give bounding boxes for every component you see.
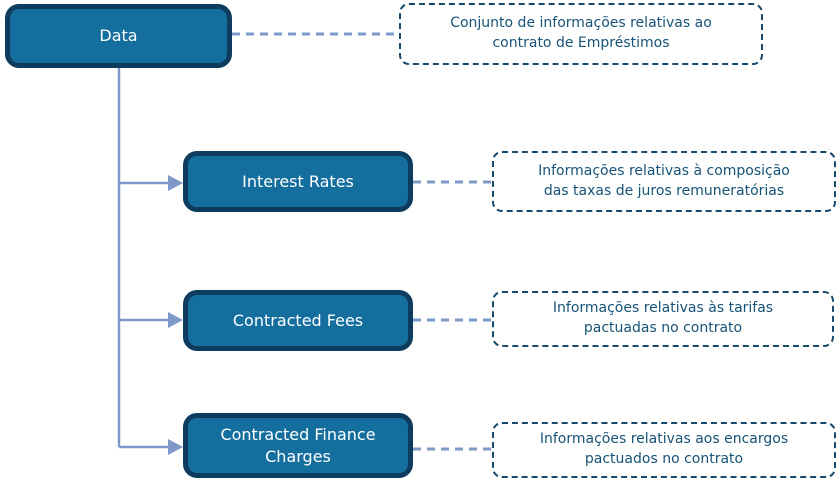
node-contracted-fees: Contracted Fees (183, 290, 413, 351)
node-data: Data (5, 4, 232, 68)
callout-text-line: contrato de Empréstimos (492, 35, 670, 51)
callout-text-line: pactuadas no contrato (583, 320, 743, 336)
arrow-icon-finance-charges (168, 439, 183, 455)
arrow-icon-contracted-fees (168, 312, 183, 328)
node-contracted-finance-charges: Contracted Finance Charges (183, 413, 413, 478)
callout-text-line: pactuados no contrato (584, 451, 744, 467)
node-data-label: Data (99, 26, 138, 46)
callout-text-line: Informações relativas às tarifas (552, 300, 774, 317)
callout-finance-charges-description: Informações relativas aos encargos pactu… (492, 422, 836, 478)
callout-text-line: Informações relativas aos encargos (539, 431, 789, 448)
callout-text-line: das taxas de juros remuneratórias (543, 182, 785, 199)
node-contracted-finance-charges-label: Contracted Finance Charges (220, 424, 376, 466)
node-contracted-fees-label: Contracted Fees (232, 310, 364, 330)
callout-contracted-fees-description: Informações relativas às tarifas pactuad… (492, 291, 834, 347)
node-interest-rates-label: Interest Rates (242, 171, 354, 191)
callout-interest-rates-description: Informações relativas à composição das t… (492, 151, 836, 212)
node-interest-rates: Interest Rates (183, 151, 413, 212)
callout-data-description: Conjunto de informações relativas ao con… (399, 3, 763, 65)
arrow-icon-interest-rates (168, 175, 183, 191)
callout-text-line: Conjunto de informações relativas ao (450, 15, 712, 32)
callout-text-line: Informações relativas à composição (538, 162, 790, 179)
